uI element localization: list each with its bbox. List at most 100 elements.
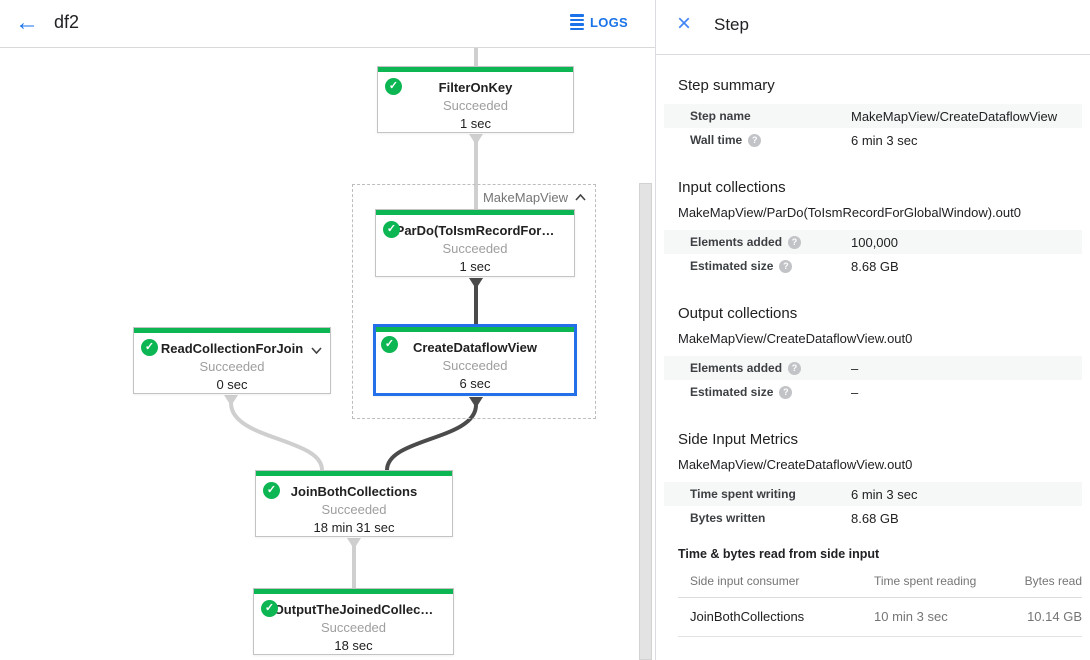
node-status: Succeeded <box>442 358 508 373</box>
graph-edges <box>224 48 483 588</box>
metric-value: 100,000 <box>851 234 898 250</box>
section-output-collections: Output collections MakeMapView/CreateDat… <box>664 305 1082 404</box>
collection-name: MakeMapView/CreateDataflowView.out0 <box>678 457 913 472</box>
table-cell-bytes-read: 10.14 GB <box>1027 609 1082 624</box>
node-status: Succeeded <box>442 98 509 113</box>
node-status-bar <box>134 328 330 333</box>
section-input-collections: Input collections MakeMapView/ParDo(ToIs… <box>664 179 1082 278</box>
check-circle-icon: ✓ <box>381 336 398 353</box>
metric-value: – <box>851 360 859 376</box>
node-status-bar <box>376 210 574 215</box>
table-cell-consumer: JoinBothCollections <box>690 609 805 624</box>
node-time: 18 min 31 sec <box>313 520 395 535</box>
metric-label: Elements added <box>690 361 783 375</box>
graph-pane: ← df2 LOGS <box>0 0 656 660</box>
logs-button-label: LOGS <box>589 14 628 30</box>
graph-node-createdataflowview[interactable]: ✓ CreateDataflowView Succeeded 6 sec <box>373 324 577 396</box>
section-heading: Step summary <box>678 77 775 94</box>
metric-row: Elements added ? – <box>664 356 1082 380</box>
graph-node-filteronkey[interactable]: ✓ FilterOnKey Succeeded 1 sec <box>377 66 574 133</box>
metric-value: 6 min 3 sec <box>851 132 918 148</box>
node-title: FilterOnKey <box>438 80 513 95</box>
help-icon[interactable]: ? <box>779 385 793 399</box>
node-time: 1 sec <box>459 259 491 274</box>
graph-scrollbar[interactable] <box>639 183 652 660</box>
check-circle-icon: ✓ <box>261 600 278 617</box>
node-time: 1 sec <box>459 116 492 131</box>
graph-header: ← df2 LOGS <box>0 0 655 48</box>
metric-label: Step name <box>690 109 751 123</box>
graph-node-joinbothcollections[interactable]: ✓ JoinBothCollections Succeeded 18 min 3… <box>255 470 453 537</box>
help-icon[interactable]: ? <box>779 259 793 273</box>
pipeline-graph: MakeMapView ✓ FilterOnKey Succeeded 1 se… <box>0 48 655 660</box>
metric-value: 8.68 GB <box>851 258 899 274</box>
side-input-read-table: Time & bytes read from side input Side i… <box>678 547 1082 637</box>
metric-row: Bytes written 8.68 GB <box>664 506 1082 530</box>
node-title: JoinBothCollections <box>290 484 418 499</box>
collection-name: MakeMapView/CreateDataflowView.out0 <box>678 331 913 346</box>
help-icon[interactable]: ? <box>788 361 802 375</box>
collection-name: MakeMapView/ParDo(ToIsmRecordForGlobalWi… <box>678 205 1021 220</box>
section-heading: Side Input Metrics <box>678 431 799 448</box>
metric-value: 6 min 3 sec <box>851 486 918 502</box>
node-status: Succeeded <box>199 359 265 374</box>
node-title: ReadCollectionForJoin <box>160 341 304 356</box>
table-header-row: Side input consumer Time spent reading B… <box>678 569 1082 598</box>
metric-row: Wall time ? 6 min 3 sec <box>664 128 1082 152</box>
column-header: Time spent reading <box>874 574 977 588</box>
group-collapse-toggle[interactable]: MakeMapView <box>483 190 586 205</box>
step-details-panel: × Step Step summary Step name MakeMapVie… <box>656 0 1090 660</box>
node-time: 18 sec <box>334 638 373 653</box>
section-heading: Output collections <box>678 305 798 322</box>
graph-node-outputthejoinedcollection[interactable]: ✓ OutputTheJoinedCollec… Succeeded 18 se… <box>253 588 454 655</box>
metric-row: Estimated size ? 8.68 GB <box>664 254 1082 278</box>
panel-content: Step summary Step name MakeMapView/Creat… <box>656 77 1090 657</box>
metric-value: MakeMapView/CreateDataflowView <box>851 108 1058 124</box>
metric-value: 8.68 GB <box>851 510 899 526</box>
graph-node-readcollectionforjoin[interactable]: ✓ ReadCollectionForJoin Succeeded 0 sec <box>133 327 331 394</box>
metric-value: – <box>851 384 859 400</box>
panel-title: Step <box>714 15 749 34</box>
composite-group-makemapview: MakeMapView <box>352 184 596 419</box>
node-status-bar <box>256 471 452 476</box>
metric-label: Time spent writing <box>690 487 796 501</box>
metric-label: Estimated size <box>690 385 774 399</box>
metric-row: Elements added ? 100,000 <box>664 230 1082 254</box>
column-header: Bytes read <box>1024 574 1082 588</box>
logs-button[interactable]: LOGS <box>569 14 628 30</box>
node-status: Succeeded <box>321 502 387 517</box>
table-cell-time-reading: 10 min 3 sec <box>874 609 948 624</box>
metric-label: Elements added <box>690 235 783 249</box>
metric-row: Time spent writing 6 min 3 sec <box>664 482 1082 506</box>
group-label: MakeMapView <box>482 190 568 205</box>
help-icon[interactable]: ? <box>788 235 802 249</box>
node-time: 6 sec <box>459 376 491 391</box>
metric-label: Bytes written <box>690 511 766 525</box>
metric-label: Estimated size <box>690 259 774 273</box>
logs-icon <box>569 14 584 30</box>
node-status: Succeeded <box>442 241 508 256</box>
check-circle-icon: ✓ <box>141 339 158 356</box>
job-title: df2 <box>54 12 80 32</box>
chevron-down-icon[interactable] <box>311 341 322 359</box>
help-icon[interactable]: ? <box>748 133 762 147</box>
table-heading: Time & bytes read from side input <box>678 547 880 561</box>
graph-node-pardo[interactable]: ✓ ParDo(ToIsmRecordFor… Succeeded 1 sec <box>375 209 575 277</box>
section-heading: Input collections <box>678 179 786 196</box>
chevron-up-icon <box>575 194 586 201</box>
back-arrow-icon[interactable]: ← <box>15 9 39 36</box>
metric-label: Wall time <box>690 133 743 147</box>
metric-row: Step name MakeMapView/CreateDataflowView <box>664 104 1082 128</box>
check-circle-icon: ✓ <box>385 78 402 95</box>
node-status-bar <box>376 327 574 332</box>
node-title: OutputTheJoinedCollec… <box>273 602 434 617</box>
table-row: JoinBothCollections 10 min 3 sec 10.14 G… <box>678 598 1082 637</box>
node-status-bar <box>254 589 453 594</box>
section-step-summary: Step summary Step name MakeMapView/Creat… <box>664 77 1082 152</box>
node-time: 0 sec <box>216 377 248 392</box>
check-circle-icon: ✓ <box>263 482 280 499</box>
node-title: CreateDataflowView <box>412 340 538 355</box>
panel-header: × Step <box>656 0 1090 55</box>
close-icon[interactable]: × <box>676 10 691 37</box>
